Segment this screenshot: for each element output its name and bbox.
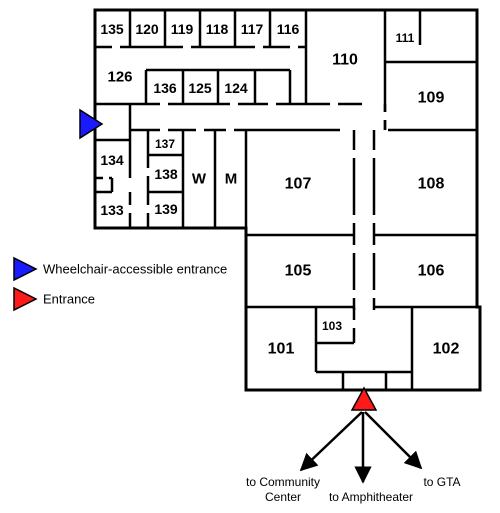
legend-entrance-icon [13,286,38,312]
room-107: 107 [285,176,312,193]
room-110: 110 [332,52,358,69]
room-120: 120 [135,21,159,37]
building-outline [93,8,482,392]
wheelchair-entrance-marker [79,108,104,140]
room-124: 124 [224,80,248,96]
legend: Wheelchair-accessible entrance Entrance [13,256,227,312]
room-125: 125 [188,80,212,96]
room-labels: 135 120 119 118 117 116 110 111 126 136 … [100,21,459,358]
legend-wheelchair-icon [13,256,38,282]
destination-amphitheater: to Amphitheater [329,490,413,504]
destination-community-line1: to Community [246,475,320,489]
room-134: 134 [100,152,124,168]
destination-gta: to GTA [423,475,460,489]
room-117: 117 [241,21,264,37]
room-137: 137 [155,137,175,151]
room-116: 116 [277,21,300,37]
room-111: 111 [396,31,415,45]
room-118: 118 [206,21,229,37]
room-133: 133 [100,202,124,218]
room-m: M [225,171,238,188]
room-135: 135 [100,21,124,37]
room-136: 136 [153,80,177,96]
room-102: 102 [433,341,460,358]
room-138: 138 [154,166,178,182]
main-entrance-marker [350,386,378,411]
room-w: W [192,171,207,188]
room-101: 101 [268,341,295,358]
direction-arrows [299,411,423,484]
arrow-to-community-center [299,411,363,472]
room-106: 106 [418,263,445,280]
legend-wheelchair-label: Wheelchair-accessible entrance [43,262,227,277]
doorways [103,45,387,328]
room-139: 139 [154,201,178,217]
room-109: 109 [418,90,445,107]
room-108: 108 [418,176,445,193]
room-103: 103 [322,319,342,333]
destination-community-line2: Center [265,490,301,504]
room-119: 119 [171,21,194,37]
room-105: 105 [285,263,312,280]
legend-entrance-label: Entrance [43,292,95,307]
room-126: 126 [107,69,132,86]
arrow-to-gta [364,411,423,470]
